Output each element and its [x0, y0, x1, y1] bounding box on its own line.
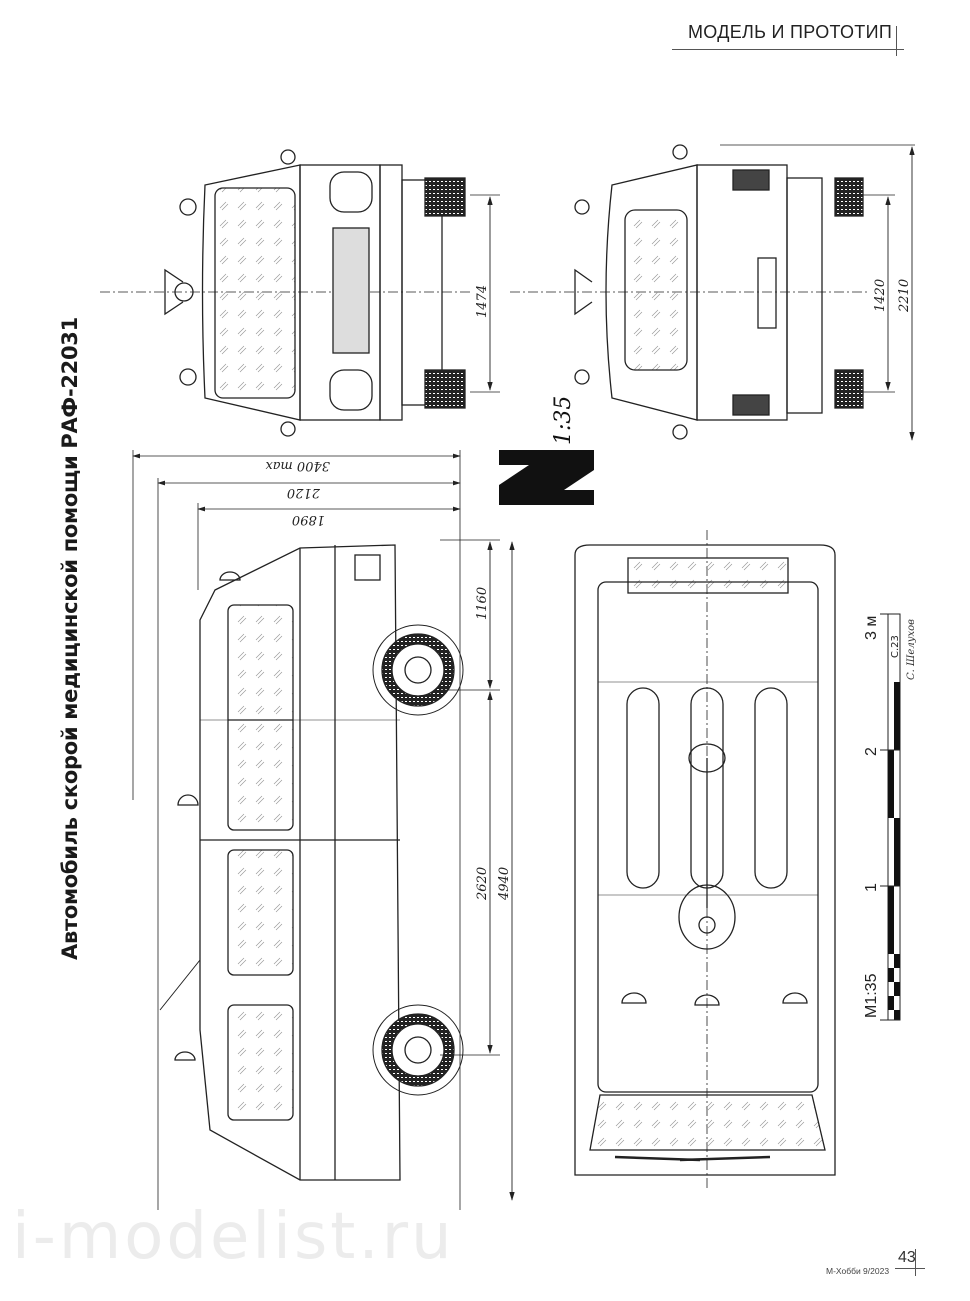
- header-rule: [672, 49, 904, 50]
- scale-tick-3: 3 м: [863, 616, 880, 640]
- section-header: МОДЕЛЬ И ПРОТОТИП: [688, 22, 893, 42]
- scale-bar: [880, 613, 901, 1021]
- logo-scale: 1:35: [551, 396, 576, 445]
- footer-rule: [895, 1268, 925, 1269]
- top-view: [574, 530, 836, 1190]
- footer-tick: [915, 1249, 916, 1276]
- dim-max-height: 3400 max: [265, 458, 330, 473]
- author-signature: С. Шелухов: [906, 619, 917, 680]
- header-tick: [896, 26, 897, 56]
- page-number: 43: [898, 1249, 916, 1266]
- scale-label: M1:35: [863, 973, 880, 1018]
- dim-roof-height: 1890: [292, 512, 325, 527]
- scale-tick-2: 2: [863, 747, 880, 756]
- dim-wheelbase: 2620: [475, 867, 490, 901]
- footer-magazine: М-Хобби 9/2023: [826, 1266, 890, 1276]
- magazine-logo: [499, 450, 594, 505]
- dim-rear-track: 1420: [873, 279, 888, 312]
- rear-view: [510, 144, 915, 441]
- dim-overall-length: 4940: [497, 867, 512, 901]
- dim-overall-width: 2210: [897, 279, 912, 313]
- scale-tick-1: 1: [863, 883, 880, 892]
- dim-front-track: 1474: [475, 285, 490, 318]
- side-view: [132, 450, 515, 1210]
- dim-front-overhang: 1160: [475, 587, 490, 620]
- watermark: i-modelist.ru: [12, 1200, 455, 1274]
- dim-body-height: 2120: [287, 485, 321, 500]
- front-view: [100, 149, 500, 437]
- scale-code: С.23: [890, 635, 901, 658]
